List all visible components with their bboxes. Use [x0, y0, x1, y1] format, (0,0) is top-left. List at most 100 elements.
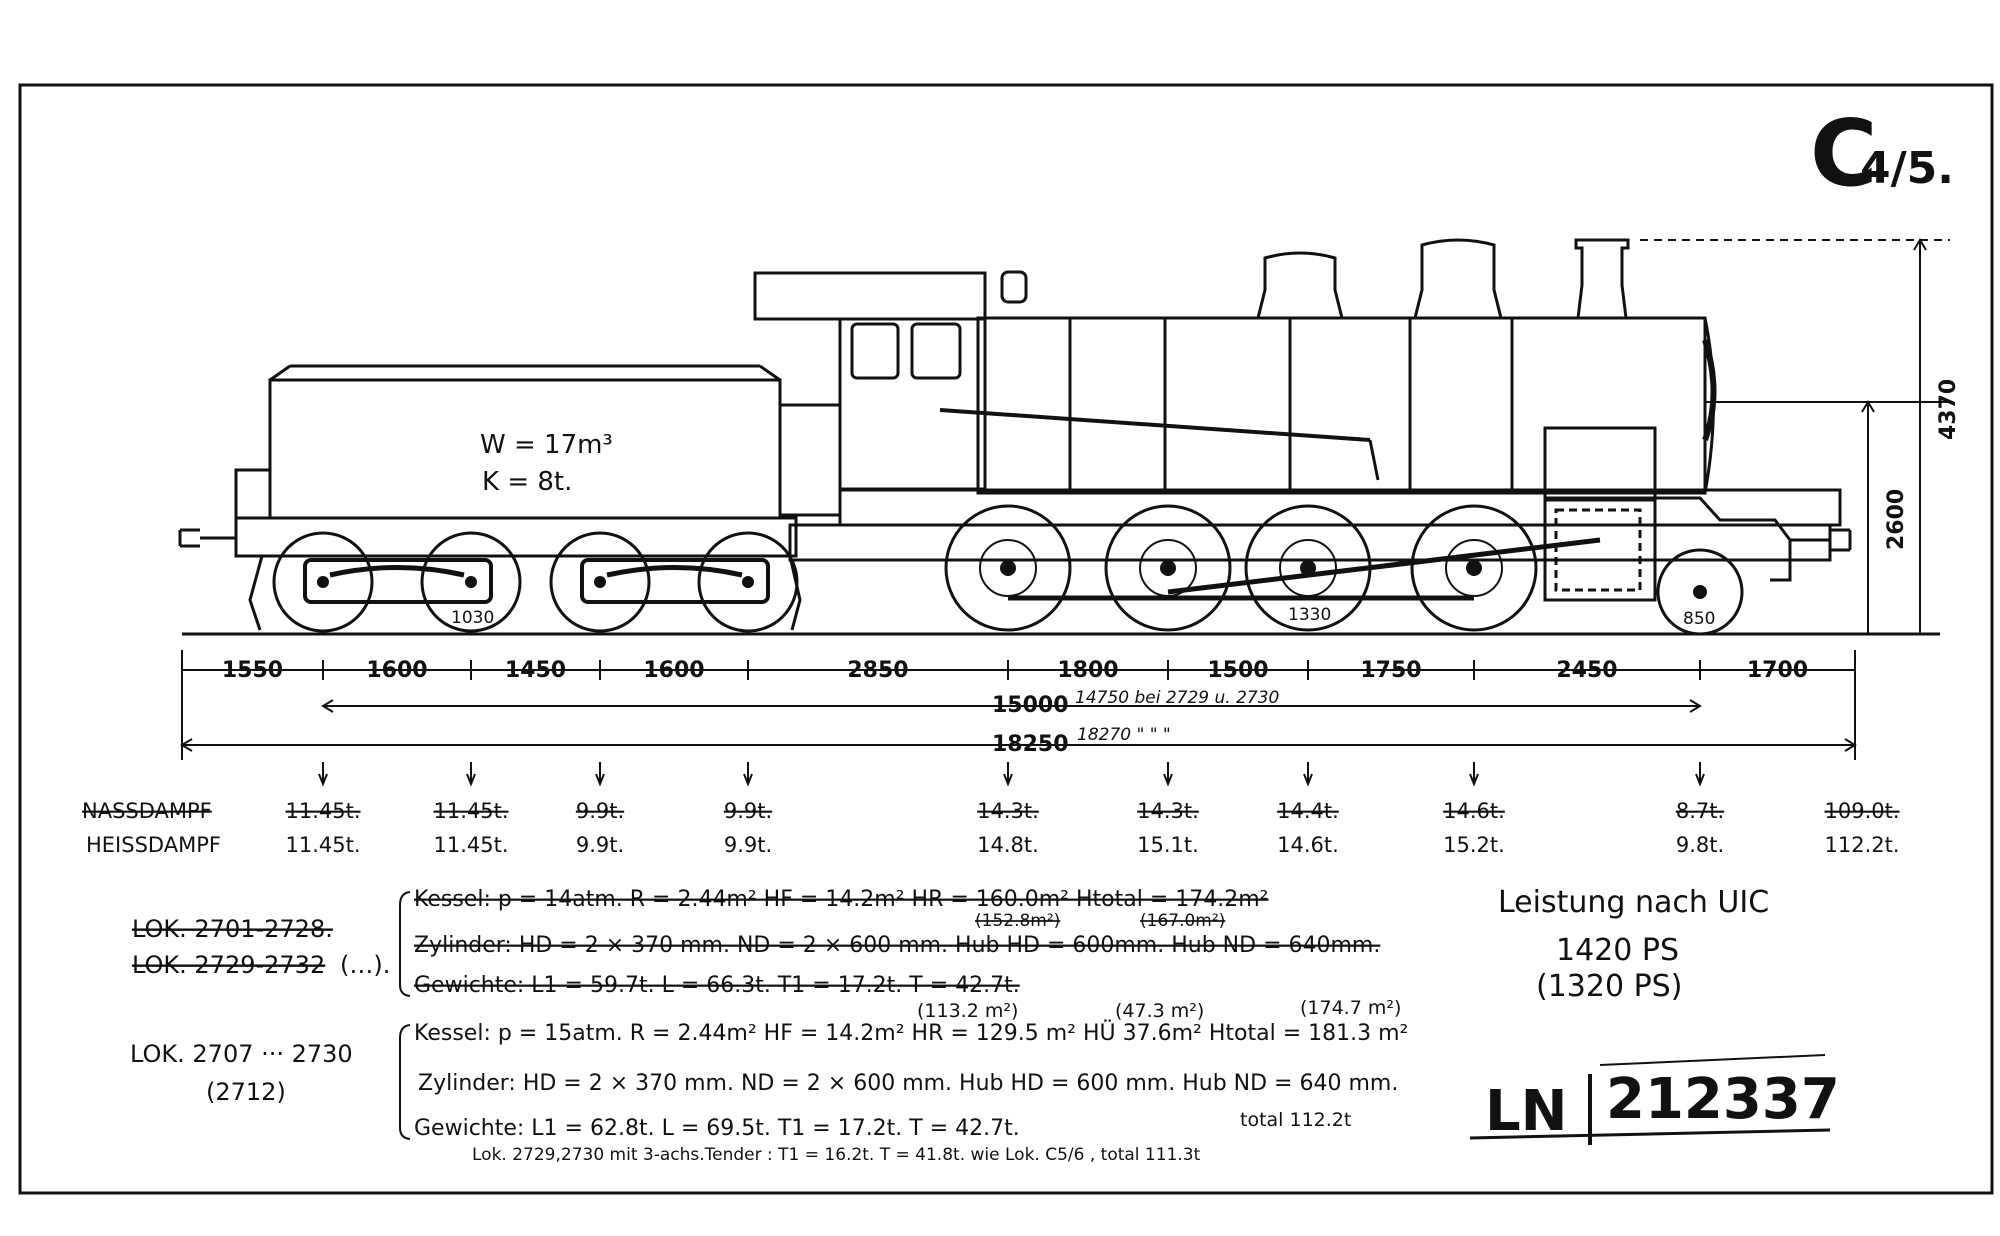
tender [178, 364, 802, 633]
axle-load-arrow [1303, 762, 1313, 787]
drawing-number-prefix: LN [1485, 1079, 1568, 1144]
spacing-label: 1800 [1057, 658, 1118, 683]
wheelbase-dimension [321, 699, 1702, 713]
axle-load-arrow [1003, 762, 1013, 787]
old-zylinder: Zylinder: HD = 2 × 370 mm. ND = 2 × 600 … [414, 933, 1380, 958]
new-zylinder: Zylinder: HD = 2 × 370 mm. ND = 2 × 600 … [418, 1071, 1398, 1096]
cab-roof [753, 271, 987, 321]
tender-wheel-4 [697, 531, 799, 633]
axle-load-arrow [1695, 762, 1705, 787]
new-total-weight: total 112.2t [1240, 1109, 1351, 1131]
drawing-number: LN 212337 [1469, 1054, 1840, 1145]
tender-bogie-rear [580, 558, 770, 604]
overall-length-note: 18270 " " " [1077, 725, 1171, 745]
drawing-number-value: 212337 [1606, 1067, 1840, 1132]
spacing-label: 2850 [847, 658, 908, 683]
axle-load-superheated: 11.45t. [433, 833, 508, 857]
cab-window-2 [910, 322, 962, 380]
power-alt-value: (1320 PS) [1536, 969, 1682, 1004]
spacing-label: 1500 [1207, 658, 1268, 683]
axle-load-superheated: 9.8t. [1676, 833, 1724, 857]
boiler [976, 316, 1707, 495]
new-kessel-note-2: (47.3 m²) [1115, 1000, 1204, 1022]
load-label-wet: NASSDAMPF [82, 799, 212, 823]
driving-wheel-1 [944, 504, 1072, 632]
loco-axles [1000, 560, 1707, 599]
old-lok-suffix: (…). [340, 951, 390, 979]
load-label-superheated: HEISSDAMPF [86, 833, 221, 857]
old-kessel-note-1: (152.8m²) [975, 911, 1060, 931]
tender-water-capacity: W = 17m³ [480, 430, 613, 460]
axle-load-superheated: 15.2t. [1443, 833, 1505, 857]
axle-load-arrow [318, 762, 328, 787]
spacing-label: 1450 [505, 658, 566, 683]
cylinder [1554, 508, 1642, 592]
connecting-rod [1167, 537, 1601, 595]
new-lok-range: LOK. 2707 ··· 2730 [130, 1040, 353, 1068]
spacing-label: 1550 [222, 658, 283, 683]
height-total: 4370 [1936, 379, 1961, 440]
chimney [1574, 238, 1630, 319]
axle-load-arrows [318, 762, 1705, 787]
loco-frame [788, 523, 1832, 562]
power-value: 1420 PS [1556, 933, 1679, 968]
new-kessel-note-3: (174.7 m²) [1300, 997, 1401, 1019]
pony-wheel-diameter: 850 [1683, 609, 1715, 629]
axle-load-wet: 11.45t. [433, 799, 508, 823]
axle-load-wet: 14.3t. [1137, 799, 1199, 823]
power-title: Leistung nach UIC [1498, 885, 1769, 920]
driving-wheel-2 [1104, 504, 1232, 632]
whistle [1000, 270, 1028, 304]
axle-load-arrow [595, 762, 605, 787]
steam-dome-2 [1413, 238, 1503, 319]
tender-wheel-1 [272, 531, 374, 633]
tender-coal-step [234, 468, 272, 520]
old-spec-block: LOK. 2701-2728. LOK. 2729-2732 (…). Kess… [132, 887, 1380, 998]
axle-load-wet: 14.6t. [1443, 799, 1505, 823]
cab-window-1 [850, 322, 900, 380]
axle-load-arrow [1163, 762, 1173, 787]
old-lok-range-1: LOK. 2701-2728. [132, 915, 333, 943]
axle-load-superheated: 9.9t. [724, 833, 772, 857]
axle-load-wet: 14.3t. [977, 799, 1039, 823]
axle-load-wet: 8.7t. [1676, 799, 1724, 823]
axle-load-wet: 109.0t. [1824, 799, 1899, 823]
axle-load-wet: 11.45t. [285, 799, 360, 823]
axle-load-wet: 9.9t. [576, 799, 624, 823]
old-gewichte: Gewichte: L1 = 59.7t. L = 66.3t. T1 = 17… [414, 973, 1020, 998]
overall-length-value: 18250 [992, 732, 1069, 757]
old-lok-range-2: LOK. 2729-2732 [132, 951, 325, 979]
tender-wheel-3 [549, 531, 651, 633]
sheet-border [18, 83, 1994, 1195]
wheelbase-value: 15000 [992, 693, 1069, 718]
new-kessel: Kessel: p = 15atm. R = 2.44m² HF = 14.2m… [414, 1020, 1408, 1046]
axle-load-superheated: 9.9t. [576, 833, 624, 857]
axle-load-superheated: 11.45t. [285, 833, 360, 857]
new-tender-note: Lok. 2729,2730 mit 3-achs.Tender : T1 = … [472, 1145, 1201, 1165]
old-kessel: Kessel: p = 14atm. R = 2.44m² HF = 14.2m… [414, 887, 1269, 912]
new-lok-note: (2712) [206, 1078, 286, 1106]
axle-load-arrow [743, 762, 753, 787]
axle-load-superheated: 14.8t. [977, 833, 1039, 857]
steam-dome-1 [1256, 251, 1344, 319]
axle-load-arrow [466, 762, 476, 787]
spacing-label: 1700 [1747, 658, 1808, 683]
axle-load-superheated: 14.6t. [1277, 833, 1339, 857]
axle-load-superheated: 15.1t. [1137, 833, 1199, 857]
axle-load-wet: 14.4t. [1277, 799, 1339, 823]
axle-loads-superheated: 11.45t. 11.45t. 9.9t. 9.9t. 14.8t. 15.1t. 14.6… [285, 833, 1899, 857]
tender-wheel-2 [420, 531, 522, 633]
power-rating: Leistung nach UIC 1420 PS (1320 PS) [1498, 885, 1769, 1004]
driving-wheel-4 [1410, 504, 1538, 632]
class-mark: C 4/5. [1810, 100, 1954, 207]
tender-wheel-diameter: 1030 [451, 608, 494, 628]
overall-length-dimension [180, 738, 1857, 752]
axle-load-arrow [1469, 762, 1479, 787]
axle-load-wet: 9.9t. [724, 799, 772, 823]
new-kessel-note-1: (113.2 m²) [917, 1000, 1018, 1022]
axle-loads-wet: 11.45t. 11.45t. 9.9t. 9.9t. 14.3t. 14.3t. 14.4… [285, 799, 1899, 823]
height-axle-line: 2600 [1884, 489, 1909, 550]
spacing-label: 1750 [1360, 658, 1421, 683]
